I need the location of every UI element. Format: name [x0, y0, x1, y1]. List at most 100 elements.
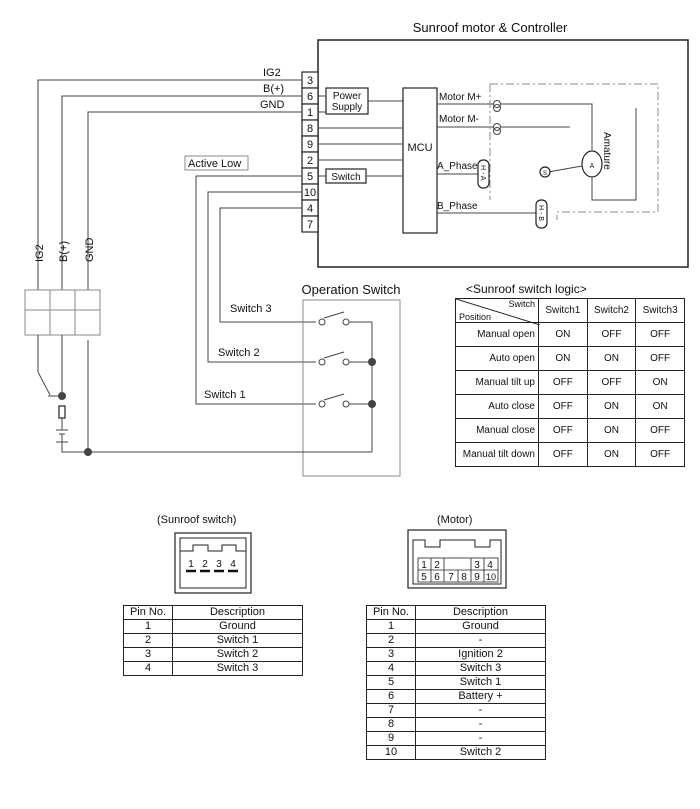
operation-switch-box — [302, 299, 401, 477]
pin-cell: 7 — [366, 703, 416, 718]
logic-table-title: <Sunroof switch logic> — [466, 282, 587, 296]
logic-cell: ON — [635, 394, 685, 419]
table-row: Auto close OFF ON ON — [455, 394, 685, 419]
pin-cell: 8 — [366, 717, 416, 732]
switch-logic-table: Switch Position Switch1 Switch2 Switch3 … — [455, 298, 685, 467]
logic-cell: OFF — [635, 346, 685, 371]
side-label-ig2: IG2 — [34, 244, 46, 262]
desc-cell: Ignition 2 — [415, 647, 546, 662]
logic-row-position: Auto close — [455, 394, 539, 419]
desc-cell: Switch 1 — [172, 633, 303, 648]
hall-a-sensor — [477, 159, 490, 189]
pin-cell: 6 — [366, 689, 416, 704]
desc-cell: Switch 2 — [415, 745, 546, 760]
armature-badge: A — [590, 163, 595, 170]
table-row: Auto open ON ON OFF — [455, 346, 685, 371]
motor-minus-label: Motor M- — [439, 114, 479, 125]
logic-col-header: Switch3 — [635, 298, 685, 323]
logic-col-header: Switch1 — [538, 298, 588, 323]
pin-cell: 1 — [123, 619, 173, 634]
logic-cell: OFF — [538, 370, 588, 395]
desc-cell: Switch 3 — [172, 661, 303, 676]
hall-b-sensor — [535, 199, 548, 229]
pin-label: 2 — [307, 155, 313, 167]
bplus-label: B(+) — [263, 83, 284, 95]
side-label-gnd: GND — [84, 238, 96, 263]
pin-label: 6 — [307, 91, 313, 103]
desc-cell: Switch 1 — [415, 675, 546, 690]
controller-pin-strip: 3 6 1 8 9 2 5 10 4 7 — [301, 71, 319, 233]
switch1-label: Switch 1 — [204, 389, 246, 401]
logic-cell: OFF — [635, 322, 685, 347]
switch2-label: Switch 2 — [218, 347, 260, 359]
pin-label: 1 — [307, 107, 313, 119]
pin-cell: 4 — [366, 661, 416, 676]
table-row: 9- — [366, 731, 546, 746]
logic-cell: ON — [635, 370, 685, 395]
active-low-box — [184, 155, 249, 171]
desc-cell: Switch 2 — [172, 647, 303, 662]
pin-col-header: Pin No. — [366, 605, 416, 620]
logic-cell: OFF — [538, 418, 588, 443]
logic-cell: OFF — [635, 418, 685, 443]
desc-cell: - — [415, 703, 546, 718]
logic-cell: ON — [586, 442, 637, 467]
desc-cell: Ground — [172, 619, 303, 634]
table-row: Manual close OFF ON OFF — [455, 418, 685, 443]
logic-corner-cell: Switch Position — [455, 298, 540, 325]
switch3-label: Switch 3 — [230, 303, 272, 315]
pin-cell: 2 — [123, 633, 173, 648]
armature-motor — [581, 150, 603, 178]
desc-cell: - — [415, 731, 546, 746]
logic-cell: ON — [586, 346, 637, 371]
controller-box — [317, 39, 689, 268]
pin-label: 5 — [307, 171, 313, 183]
desc-cell: Switch 3 — [415, 661, 546, 676]
logic-row-position: Manual tilt up — [455, 370, 539, 395]
pin-label: 7 — [307, 219, 313, 231]
table-row: 2- — [366, 633, 546, 648]
desc-cell: Ground — [415, 619, 546, 634]
harness-connector — [24, 289, 101, 336]
motor-title: (Motor) — [437, 514, 473, 526]
mcu-block — [402, 87, 438, 234]
pin-cell: 5 — [366, 675, 416, 690]
pin-cell: 1 — [366, 619, 416, 634]
hall-a-label: H - A — [479, 165, 486, 181]
corner-switch-label: Switch — [508, 299, 535, 309]
s-badge-shape — [539, 166, 551, 178]
table-row: Manual tilt up OFF OFF ON — [455, 370, 685, 395]
logic-cell: OFF — [586, 322, 637, 347]
power-supply-label-2: Supply — [332, 102, 363, 113]
table-row: 8- — [366, 717, 546, 732]
s-badge: S — [543, 171, 547, 177]
table-row: 7- — [366, 703, 546, 718]
desc-col-header: Description — [415, 605, 546, 620]
logic-cell: OFF — [538, 394, 588, 419]
pin-cell: 4 — [123, 661, 173, 676]
pin-label: 8 — [307, 123, 313, 135]
logic-row-position: Manual tilt down — [455, 442, 539, 467]
logic-row-position: Manual close — [455, 418, 539, 443]
mcu-label: MCU — [407, 142, 432, 154]
logic-cell: OFF — [635, 442, 685, 467]
pin-cell: 3 — [123, 647, 173, 662]
side-label-bplus: B(+) — [58, 241, 70, 262]
logic-cell: OFF — [586, 370, 637, 395]
logic-cell: ON — [538, 346, 588, 371]
hall-b-label: H - B — [537, 205, 544, 221]
corner-position-label: Position — [459, 312, 492, 322]
operation-switch-title: Operation Switch — [302, 282, 401, 297]
logic-col-header: Switch2 — [586, 298, 637, 323]
b-phase-label: B_Phase — [437, 201, 478, 212]
a-phase-label: A_Phase — [437, 161, 478, 172]
